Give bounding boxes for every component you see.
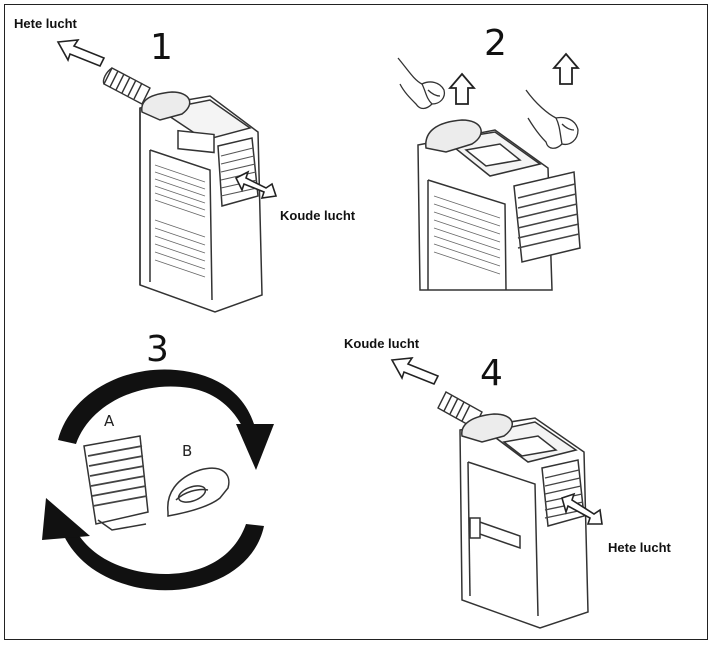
step-4-cold-air-label: Koude lucht	[344, 336, 420, 351]
step-1-hot-air-label: Hete lucht	[14, 16, 77, 31]
step-3-part-b-label: B	[182, 442, 193, 460]
step-2-number: 2	[484, 23, 507, 64]
step-2-ac-unit	[417, 119, 581, 291]
diagram-frame	[4, 4, 708, 640]
step-4-cold-air-arrow-icon	[390, 357, 440, 386]
step-2-arrow-up-icon-left	[448, 72, 476, 105]
step-4-hot-air-arrow-icon	[561, 492, 603, 525]
step-1-ac-unit	[139, 91, 263, 313]
step-4-number: 4	[480, 353, 503, 394]
step-1-hot-air-arrow-icon	[56, 39, 106, 68]
step-3-number: 3	[146, 329, 169, 370]
step-2-hand-icon-left	[397, 57, 446, 110]
step-2-arrow-up-icon-right	[552, 52, 580, 85]
step-3-rotate-arrow-icon-top	[58, 369, 274, 470]
step-3-rotate-arrow-icon-bottom	[42, 498, 264, 591]
step-3-part-b-connector	[167, 467, 230, 517]
step-4-hot-air-label: Hete lucht	[608, 540, 671, 555]
step-1-number: 1	[150, 27, 173, 68]
step-1-cold-air-label: Koude lucht	[280, 208, 356, 223]
step-4-exhaust-hose	[437, 391, 483, 429]
step-3-part-a-vent	[83, 435, 149, 531]
step-3-part-a-label: A	[104, 412, 115, 430]
step-4-ac-unit	[459, 413, 589, 629]
step-2-hand-icon-right	[525, 89, 579, 149]
step-1-cold-air-arrow-icon	[234, 170, 278, 199]
